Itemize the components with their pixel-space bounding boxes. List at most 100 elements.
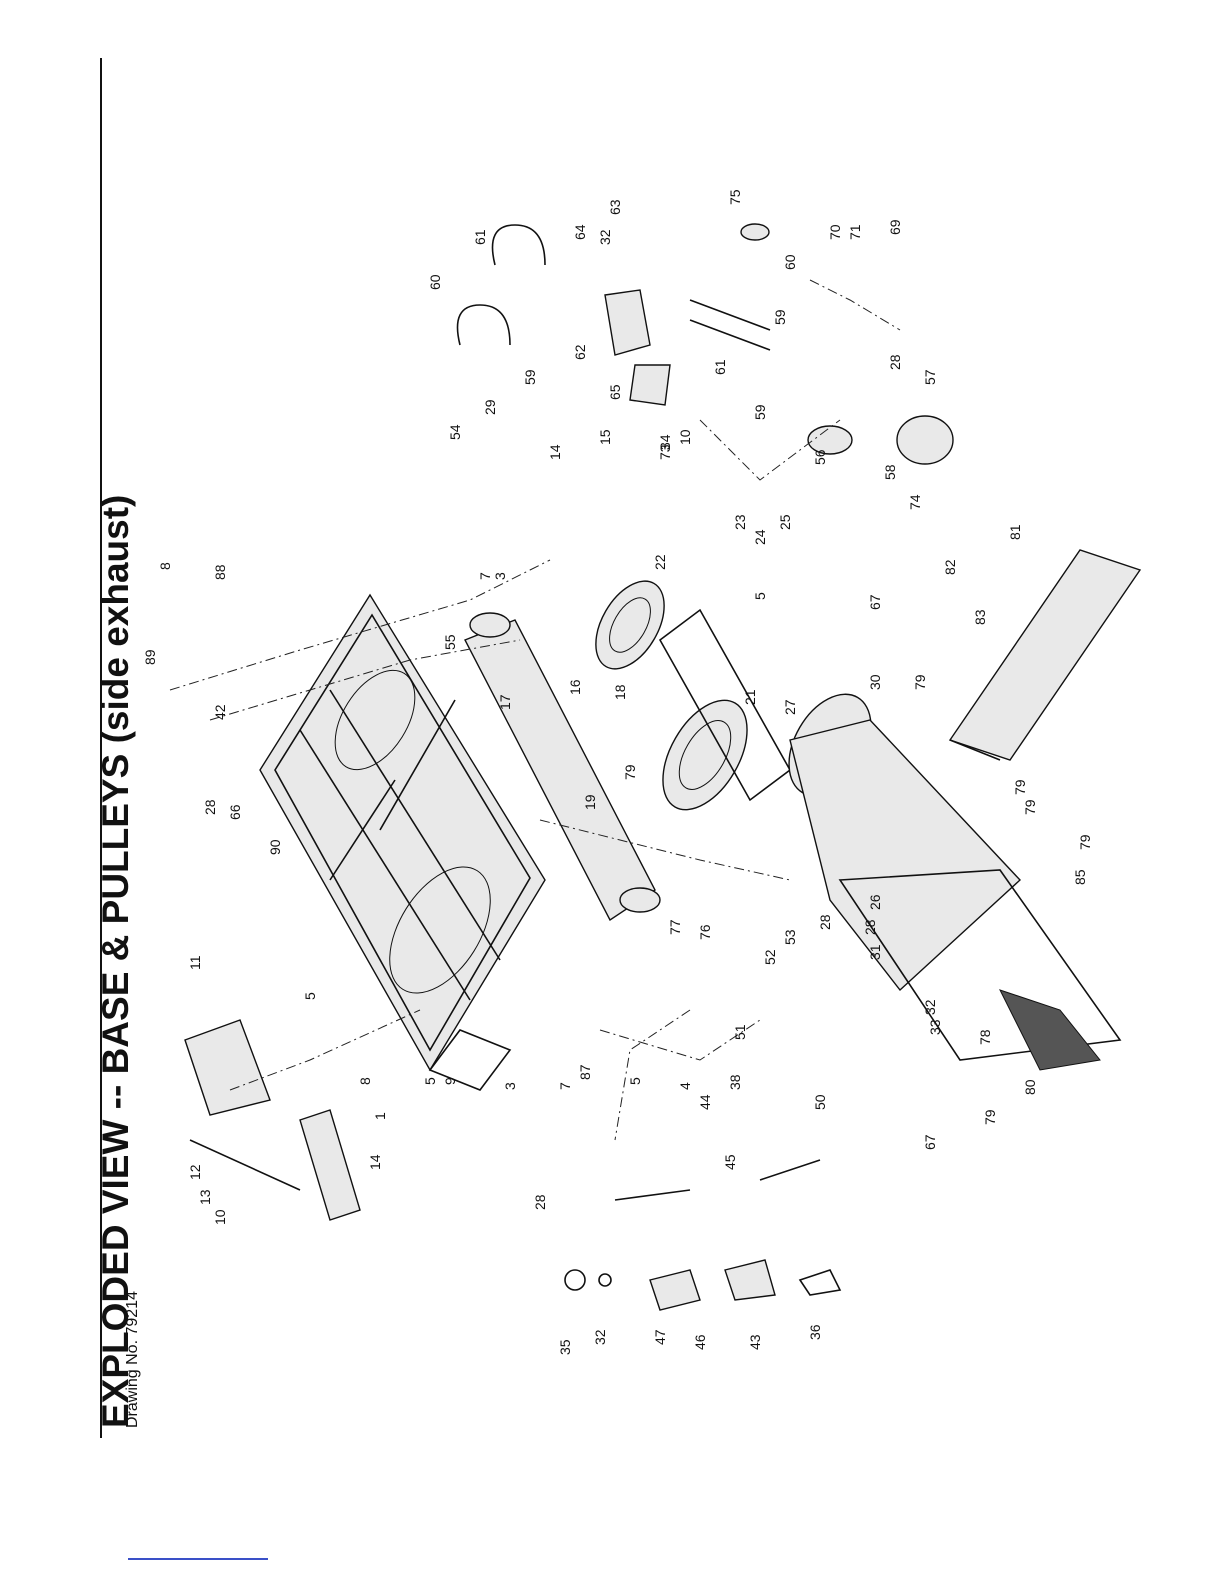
callout-82: 82 [942, 559, 958, 575]
pulleys [595, 580, 792, 811]
callout-5: 5 [302, 992, 318, 1000]
switch-plate-assembly [184, 1019, 361, 1221]
callout-16: 16 [567, 679, 583, 695]
callout-13: 13 [197, 1189, 213, 1205]
callout-28: 28 [202, 799, 218, 815]
header-divider-line [100, 58, 102, 1438]
callout-75: 75 [727, 189, 743, 205]
callout-74: 74 [907, 494, 923, 510]
callout-11: 11 [187, 955, 203, 970]
callout-17: 17 [497, 694, 513, 710]
callout-30: 30 [867, 674, 883, 690]
callout-70: 70 [827, 224, 843, 240]
base-frame [259, 593, 546, 1091]
callout-77: 77 [667, 919, 683, 935]
callout-3: 3 [492, 572, 508, 580]
callout-62: 62 [572, 344, 588, 360]
callout-71: 71 [847, 224, 863, 240]
callout-9: 9 [442, 1077, 458, 1085]
callout-54: 54 [447, 424, 463, 440]
callout-67: 67 [922, 1134, 938, 1150]
callout-10: 10 [212, 1209, 228, 1225]
callout-89: 89 [142, 649, 158, 665]
callout-22: 22 [652, 554, 668, 570]
callout-5: 5 [422, 1077, 438, 1085]
callout-32: 32 [592, 1329, 608, 1345]
callout-42: 42 [212, 704, 228, 720]
callout-78: 78 [977, 1029, 993, 1045]
callout-3: 3 [502, 1082, 518, 1090]
callout-19: 19 [582, 794, 598, 810]
callout-67: 67 [867, 594, 883, 610]
callout-56: 56 [812, 449, 828, 465]
callout-44: 44 [697, 1094, 713, 1110]
callout-36: 36 [807, 1324, 823, 1340]
callout-28: 28 [862, 919, 878, 935]
side-rail [464, 612, 661, 922]
callout-76: 76 [697, 924, 713, 940]
callout-63: 63 [607, 199, 623, 215]
motor-shroud [788, 693, 1122, 1071]
callout-31: 31 [867, 944, 883, 960]
callout-14: 14 [367, 1154, 383, 1170]
callout-87: 87 [577, 1064, 593, 1080]
callout-79: 79 [982, 1109, 998, 1125]
callout-52: 52 [762, 949, 778, 965]
callout-28: 28 [887, 354, 903, 370]
callout-60: 60 [427, 274, 443, 290]
callout-26: 26 [867, 894, 883, 910]
callout-61: 61 [472, 229, 488, 245]
callout-69: 69 [887, 219, 903, 235]
callout-50: 50 [812, 1094, 828, 1110]
callout-7: 7 [477, 572, 493, 580]
callout-7: 7 [557, 1082, 573, 1090]
callout-66: 66 [227, 804, 243, 820]
callout-58: 58 [882, 464, 898, 480]
callout-28: 28 [532, 1194, 548, 1210]
linkage-assembly [564, 1159, 842, 1311]
callout-47: 47 [652, 1329, 668, 1345]
callout-18: 18 [612, 684, 628, 700]
callout-34: 34 [657, 434, 673, 450]
callout-65: 65 [607, 384, 623, 400]
callout-88: 88 [212, 564, 228, 580]
reference-lines [169, 279, 901, 1141]
footer-link-rule [128, 1558, 268, 1560]
callout-51: 51 [732, 1024, 748, 1040]
callout-57: 57 [922, 369, 938, 385]
callout-15: 15 [597, 429, 613, 445]
callout-10: 10 [677, 429, 693, 445]
callout-55: 55 [442, 634, 458, 650]
callout-35: 35 [557, 1339, 573, 1355]
callout-27: 27 [782, 699, 798, 715]
callout-46: 46 [692, 1334, 708, 1350]
callout-4: 4 [677, 1082, 693, 1090]
callout-61: 61 [712, 359, 728, 375]
callout-24: 24 [752, 529, 768, 545]
callout-64: 64 [572, 224, 588, 240]
callout-8: 8 [157, 562, 173, 570]
callout-90: 90 [267, 839, 283, 855]
callout-14: 14 [547, 444, 563, 460]
callout-8: 8 [357, 1077, 373, 1085]
callout-80: 80 [1022, 1079, 1038, 1095]
callout-59: 59 [522, 369, 538, 385]
callout-1: 1 [372, 1112, 388, 1120]
callout-25: 25 [777, 514, 793, 530]
callout-79: 79 [912, 674, 928, 690]
callout-33: 33 [927, 1019, 943, 1035]
callout-28: 28 [817, 914, 833, 930]
callout-45: 45 [722, 1154, 738, 1170]
callout-79: 79 [1022, 799, 1038, 815]
base-platform [948, 549, 1142, 761]
callout-85: 85 [1072, 869, 1088, 885]
callout-21: 21 [742, 689, 758, 705]
callout-5: 5 [627, 1077, 643, 1085]
callout-83: 83 [972, 609, 988, 625]
callout-5: 5 [752, 592, 768, 600]
callout-29: 29 [482, 399, 498, 415]
callout-32: 32 [922, 999, 938, 1015]
